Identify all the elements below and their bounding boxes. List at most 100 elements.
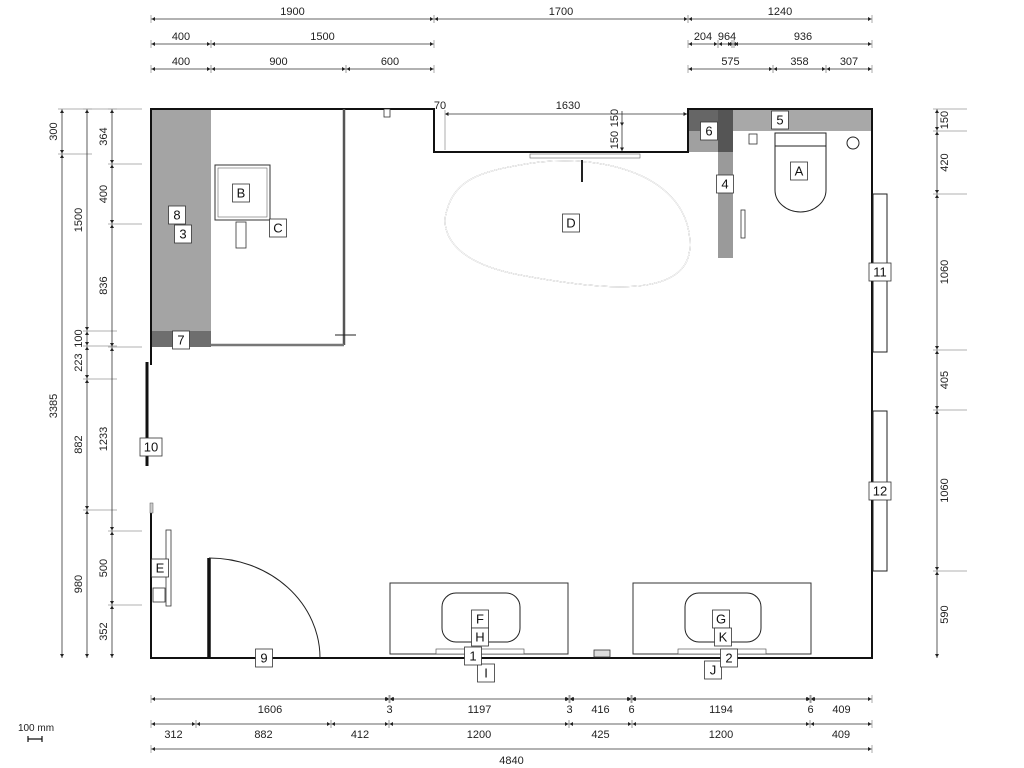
bathtub-inner bbox=[444, 160, 691, 288]
dimension-value: 1606 bbox=[258, 704, 282, 716]
dimension-value: 420 bbox=[939, 153, 951, 171]
dimension-arrow bbox=[935, 109, 939, 113]
dimension-arrow bbox=[773, 67, 777, 71]
dimension-value: 1500 bbox=[73, 208, 85, 232]
dimension-arrow bbox=[211, 67, 215, 71]
item-label-3: 3 bbox=[174, 224, 192, 244]
room-outline bbox=[150, 108, 873, 659]
item-label-10: 10 bbox=[139, 437, 163, 457]
item-label-11: 11 bbox=[868, 262, 892, 282]
dimension-value: 400 bbox=[172, 56, 190, 68]
dimension-arrow bbox=[192, 722, 196, 726]
dimension-arrow bbox=[620, 122, 624, 126]
dimension-arrow bbox=[868, 42, 872, 46]
dimension-value: 307 bbox=[840, 56, 858, 68]
item-label-I: I bbox=[477, 663, 495, 683]
item-label-7: 7 bbox=[172, 330, 190, 350]
dimension-value: 1060 bbox=[939, 260, 951, 284]
dimension-value: 409 bbox=[832, 729, 850, 741]
dimension-value: 150 bbox=[609, 131, 621, 149]
dimension-value: 150 bbox=[609, 109, 621, 127]
item-label-text: D bbox=[566, 216, 575, 231]
dimension-arrow bbox=[935, 406, 939, 410]
dimension-arrow bbox=[327, 722, 331, 726]
dimension-arrow bbox=[935, 571, 939, 575]
dimension-arrow bbox=[85, 331, 89, 335]
dimension-value: 1500 bbox=[310, 31, 334, 43]
item-label-4: 4 bbox=[716, 174, 734, 194]
dimension-value: 1197 bbox=[468, 704, 492, 716]
bath-ledge bbox=[529, 153, 641, 159]
item-label-text: 10 bbox=[144, 440, 158, 455]
dimension-value: 100 bbox=[73, 329, 85, 347]
item-label-K: K bbox=[714, 627, 732, 647]
dimension-value: 900 bbox=[269, 56, 287, 68]
item-label-1: 1 bbox=[464, 646, 482, 666]
dimension-value: 416 bbox=[591, 704, 609, 716]
radiator-valves bbox=[152, 587, 166, 603]
item-label-text: G bbox=[716, 612, 726, 627]
dimension-arrow bbox=[935, 346, 939, 350]
item-label-A: A bbox=[790, 161, 808, 181]
dimension-arrow bbox=[110, 347, 114, 351]
dimension-value: 312 bbox=[164, 729, 182, 741]
dimension-arrow bbox=[85, 510, 89, 514]
dimension-arrow bbox=[207, 42, 211, 46]
dimension-arrow bbox=[430, 67, 434, 71]
dimension-arrow bbox=[822, 67, 826, 71]
dimension-arrow bbox=[85, 346, 89, 350]
item-label-G: G bbox=[712, 609, 730, 629]
dimension-arrow bbox=[389, 722, 393, 726]
dimension-value: 204 bbox=[694, 31, 712, 43]
dimension-arrow bbox=[935, 194, 939, 198]
dimension-value: 1630 bbox=[556, 100, 580, 112]
item-label-D: D bbox=[562, 213, 580, 233]
dimension-arrow bbox=[60, 654, 64, 658]
dimension-arrow bbox=[110, 605, 114, 609]
item-label-E: E bbox=[151, 558, 169, 578]
dimension-value: 358 bbox=[790, 56, 808, 68]
toilet-bowl bbox=[774, 146, 827, 213]
item-label-J: J bbox=[704, 660, 722, 680]
dimension-arrow bbox=[688, 67, 692, 71]
dimension-arrow bbox=[85, 327, 89, 331]
dimension-arrow bbox=[85, 506, 89, 510]
basin-tap-wc bbox=[748, 133, 758, 145]
dimension-arrow bbox=[734, 42, 738, 46]
dimension-value: 1060 bbox=[939, 478, 951, 502]
dimension-arrow bbox=[342, 67, 346, 71]
dimension-value: 364 bbox=[98, 127, 110, 145]
dimension-arrow bbox=[806, 722, 810, 726]
dimension-arrow bbox=[211, 42, 215, 46]
dimension-arrow bbox=[110, 343, 114, 347]
dimension-value: 1900 bbox=[280, 6, 304, 18]
shower-tray-b-inner bbox=[217, 167, 268, 218]
item-label-text: 9 bbox=[260, 651, 267, 666]
dimension-arrow bbox=[110, 531, 114, 535]
dimension-arrow bbox=[935, 410, 939, 414]
door-swing-arc bbox=[208, 557, 321, 659]
item-label-C: C bbox=[269, 218, 287, 238]
item-label-text: J bbox=[710, 663, 717, 678]
toilet-cistern bbox=[774, 132, 827, 147]
dimension-arrow bbox=[620, 147, 624, 151]
dimension-value: 425 bbox=[591, 729, 609, 741]
dimension-arrow bbox=[718, 42, 722, 46]
item-label-text: B bbox=[237, 186, 246, 201]
dimension-value: 300 bbox=[48, 122, 60, 140]
dimension-arrow bbox=[632, 697, 636, 701]
dimension-arrow bbox=[935, 654, 939, 658]
item-label-text: 2 bbox=[725, 651, 732, 666]
dimension-arrow bbox=[868, 697, 872, 701]
door-jamb bbox=[149, 502, 154, 514]
dimension-value: 96 bbox=[718, 31, 730, 43]
dimension-value: 882 bbox=[73, 435, 85, 453]
dimension-value: 352 bbox=[98, 622, 110, 640]
dimension-arrow bbox=[632, 722, 636, 726]
dimension-arrow bbox=[628, 722, 632, 726]
dimension-arrow bbox=[110, 109, 114, 113]
item-label-text: F bbox=[476, 612, 484, 627]
dimension-arrow bbox=[85, 379, 89, 383]
dimension-arrow bbox=[331, 722, 335, 726]
